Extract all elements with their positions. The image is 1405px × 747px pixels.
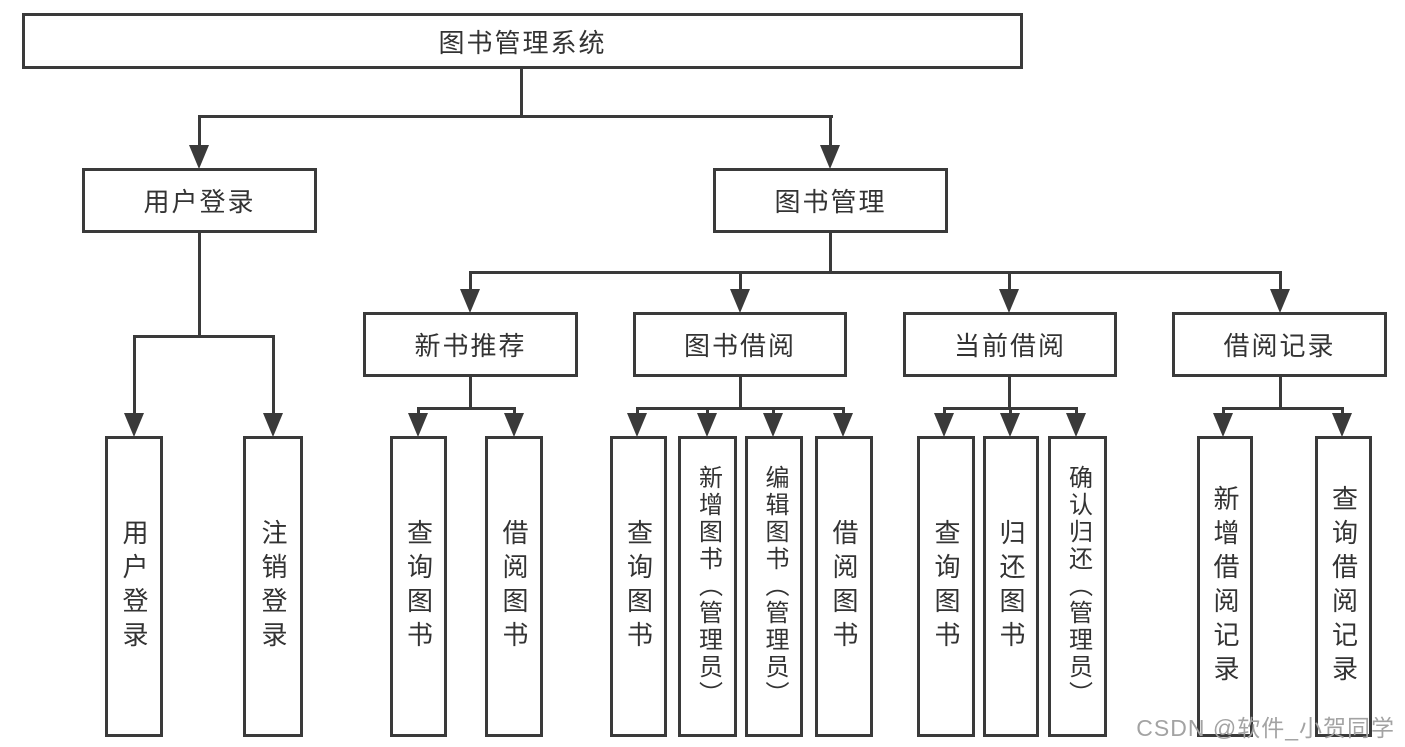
leaf-add-book-admin: 新增图书（管理员） (678, 436, 737, 737)
leaf-borrowing-borrow-book-label: 借阅图书 (829, 518, 859, 655)
leaf-add-borrow-record: 新增借阅记录 (1197, 436, 1253, 737)
edge-book-mgmt-split (469, 271, 1282, 274)
edge-book-borrow-split (636, 407, 842, 410)
leaf-borrowing-query-book: 查询图书 (610, 436, 667, 737)
edge-new-book-split (417, 407, 516, 410)
leaf-query-borrow-record: 查询借阅记录 (1315, 436, 1372, 737)
arrowhead-borrow-record (1270, 289, 1290, 313)
arrowhead-ul-logout (263, 413, 283, 437)
arrowhead-bb-add (697, 413, 717, 437)
leaf-confirm-return-admin-label: 确认归还（管理员） (1064, 465, 1092, 708)
edge-current-borrow-stem (1008, 377, 1011, 410)
arrowhead-cb-query (934, 413, 954, 437)
leaf-borrowing-query-book-label: 查询图书 (623, 518, 654, 655)
leaf-recommend-borrow-book: 借阅图书 (485, 436, 543, 737)
leaf-logout: 注销登录 (243, 436, 303, 737)
arrowhead-user-login (189, 145, 209, 169)
edge-to-book-borrow-stem (739, 271, 742, 293)
arrowhead-bb-borrow (833, 413, 853, 437)
edge-to-current-borrow-stem (1008, 271, 1011, 293)
edge-to-borrow-record-stem (1279, 271, 1282, 293)
arrowhead-cb-confirm (1066, 413, 1086, 437)
leaf-user-login: 用户登录 (105, 436, 163, 737)
edge-to-new-book-stem (469, 271, 472, 293)
leaf-confirm-return-admin: 确认归还（管理员） (1048, 436, 1107, 737)
edge-to-book-mgmt-stem (829, 115, 832, 149)
leaf-recommend-borrow-book-label: 借阅图书 (499, 518, 529, 655)
arrowhead-nbr-borrow (504, 413, 524, 437)
node-user-login: 用户登录 (82, 168, 317, 233)
edge-borrow-record-split (1222, 407, 1344, 410)
leaf-logout-label: 注销登录 (258, 518, 288, 655)
edge-borrow-record-stem (1279, 377, 1282, 410)
node-new-book-recommendation-label: 新书推荐 (414, 331, 527, 361)
node-new-book-recommendation: 新书推荐 (363, 312, 578, 377)
node-borrowing-records: 借阅记录 (1172, 312, 1387, 377)
arrowhead-new-book-rec (460, 289, 480, 313)
arrowhead-bb-edit (763, 413, 783, 437)
leaf-current-query-book: 查询图书 (917, 436, 975, 737)
node-book-borrowing-label: 图书借阅 (683, 331, 796, 361)
node-user-login-label: 用户登录 (143, 187, 256, 217)
edge-book-mgmt-stem (829, 233, 832, 274)
node-current-borrowing-label: 当前借阅 (953, 331, 1066, 361)
arrowhead-current-borrow (999, 289, 1019, 313)
leaf-query-borrow-record-label: 查询借阅记录 (1328, 484, 1359, 689)
leaf-current-query-book-label: 查询图书 (931, 518, 961, 655)
arrowhead-bb-query (627, 413, 647, 437)
edge-to-user-login-stem (198, 115, 201, 149)
node-book-management-label: 图书管理 (774, 187, 887, 217)
leaf-edit-book-admin: 编辑图书（管理员） (745, 436, 803, 737)
leaf-return-book-label: 归还图书 (996, 518, 1026, 655)
leaf-return-book: 归还图书 (983, 436, 1039, 737)
leaf-edit-book-admin-label: 编辑图书（管理员） (761, 465, 788, 708)
edge-user-login-stem (198, 233, 201, 338)
edge-root-stem (520, 68, 523, 118)
arrowhead-book-borrow (730, 289, 750, 313)
node-current-borrowing: 当前借阅 (903, 312, 1117, 377)
edge-to-ul-user-login-stem (133, 335, 136, 419)
arrowhead-ul-user-login (124, 413, 144, 437)
arrowhead-br-query (1332, 413, 1352, 437)
edge-root-split (198, 115, 833, 118)
node-book-borrowing: 图书借阅 (633, 312, 847, 377)
leaf-recommend-query-book: 查询图书 (390, 436, 447, 737)
leaf-add-borrow-record-label: 新增借阅记录 (1210, 484, 1240, 689)
edge-new-book-stem (469, 377, 472, 410)
leaf-user-login-label: 用户登录 (119, 518, 149, 655)
edge-to-ul-logout-stem (272, 335, 275, 419)
leaf-borrowing-borrow-book: 借阅图书 (815, 436, 873, 737)
node-root: 图书管理系统 (22, 13, 1023, 69)
arrowhead-cb-return (1000, 413, 1020, 437)
arrowhead-book-mgmt (820, 145, 840, 169)
leaf-recommend-query-book-label: 查询图书 (403, 518, 434, 655)
arrowhead-br-add (1213, 413, 1233, 437)
node-root-label: 图书管理系统 (438, 27, 607, 58)
watermark: CSDN @软件_小贺同学 (1136, 715, 1395, 741)
edge-user-login-split (133, 335, 275, 338)
leaf-add-book-admin-label: 新增图书（管理员） (694, 465, 722, 708)
node-borrowing-records-label: 借阅记录 (1223, 331, 1336, 361)
node-book-management: 图书管理 (713, 168, 948, 233)
edge-book-borrow-stem (739, 377, 742, 410)
arrowhead-nbr-query (408, 413, 428, 437)
